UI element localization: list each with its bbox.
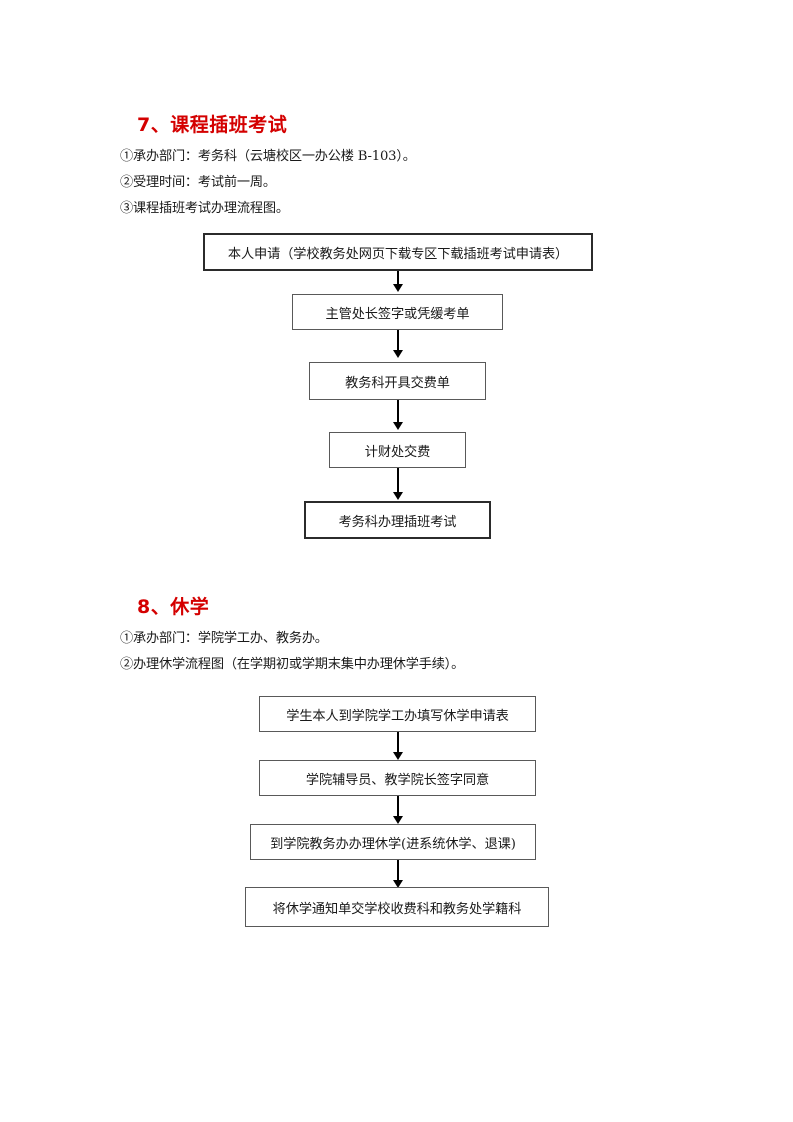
section-7-paragraph-3: ③课程插班考试办理流程图。 [120,201,289,216]
flow-box-process-transfer-exam: 考务科办理插班考试 [304,501,491,539]
section-8-paragraph-2: ②办理休学流程图（在学期初或学期末集中办理休学手续）。 [120,657,465,672]
flow-box-director-signature: 主管处长签字或凭缓考单 [292,294,503,330]
flow-box-academic-office-suspension: 到学院教务办办理休学(进系统休学、退课) [250,824,536,860]
section-8-paragraph-1: ①承办部门：学院学工办、教务办。 [120,631,328,646]
flow-box-submit-notice: 将休学通知单交学校收费科和教务处学籍科 [245,887,549,927]
section-heading-7: 7、课程插班考试 [137,114,288,136]
section-7-paragraph-1: ①承办部门：考务科（云塘校区一办公楼 B-103）。 [120,149,416,164]
flow-box-apply-form: 本人申请（学校教务处网页下载专区下载插班考试申请表） [203,233,593,271]
flow-box-counselor-dean-signature: 学院辅导员、教学院长签字同意 [259,760,536,796]
flow-box-pay-finance-office: 计财处交费 [329,432,466,468]
section-7-paragraph-2: ②受理时间：考试前一周。 [120,175,276,190]
flow-box-fill-suspension-form: 学生本人到学院学工办填写休学申请表 [259,696,536,732]
flow-box-issue-payment-slip: 教务科开具交费单 [309,362,486,400]
section-heading-8: 8、休学 [137,596,210,618]
